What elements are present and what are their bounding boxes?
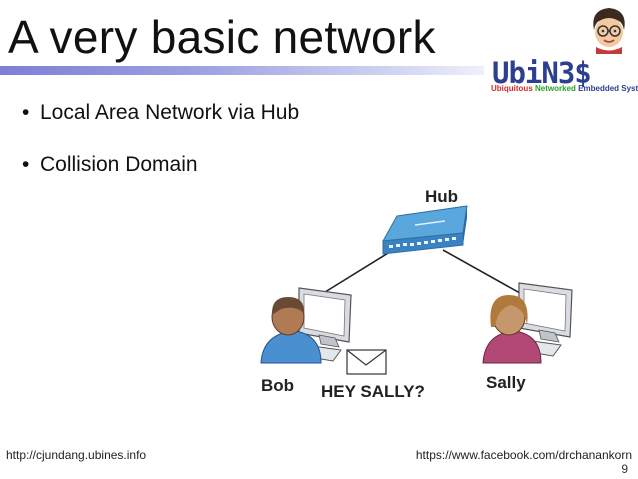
logo-tagline: Ubiquitous Networked Embedded System (491, 84, 638, 93)
footer-url-right[interactable]: https://www.facebook.com/drchanankorn (415, 448, 632, 462)
sally-label: Sally (486, 373, 526, 392)
bullet-text: Local Area Network via Hub (40, 101, 300, 124)
bullet-dot-icon: • (22, 101, 30, 124)
bullet-dot-icon: • (22, 153, 30, 176)
title-rule (0, 66, 484, 75)
network-diagram: Hub Bob HEY SALLY? (260, 187, 573, 401)
envelope-icon (346, 349, 387, 375)
message-label: HEY SALLY? (321, 382, 425, 401)
page-number: 9 (621, 462, 628, 476)
bob-label: Bob (261, 376, 294, 395)
logo-wordmark: UbiN3$ (492, 56, 592, 90)
slide-title: A very basic network (8, 11, 436, 63)
hub-label: Hub (425, 187, 458, 206)
logo-tagline-networked: Networked (535, 84, 576, 93)
cable-hub-to-bob (316, 249, 394, 298)
logo-tagline-embedded: Embedded System (578, 84, 638, 93)
footer-url-left[interactable]: http://cjundang.ubines.info (6, 448, 147, 462)
bullet-text: Collision Domain (40, 153, 198, 176)
cable-hub-to-sally (442, 249, 528, 298)
ubines-logo: UbiN3$ Ubiquitous Networked Embedded Sys… (488, 4, 638, 96)
sally-computer-icon (516, 282, 573, 357)
hub-icon (382, 205, 468, 255)
cartoon-avatar-icon (593, 8, 625, 54)
sally-person-icon (482, 295, 542, 364)
bullet-item: • Local Area Network via Hub (22, 101, 299, 125)
bullet-item: • Collision Domain (22, 153, 198, 177)
logo-tagline-ubiquitous: Ubiquitous (491, 84, 533, 93)
bob-person-icon (260, 297, 322, 364)
